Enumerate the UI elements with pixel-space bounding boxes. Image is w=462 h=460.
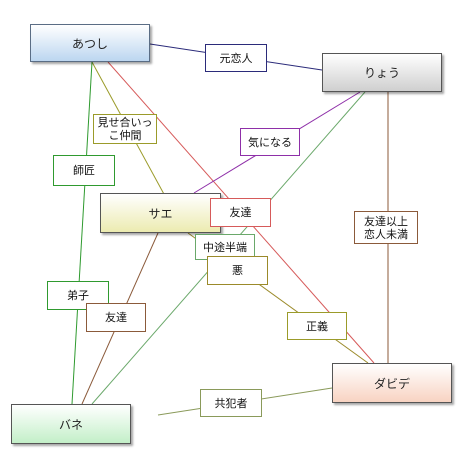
relation-label: 元恋人 (205, 44, 267, 72)
relation-label: 友達 (210, 198, 271, 227)
node-bane[interactable]: バネ (11, 404, 131, 444)
relation-label: 師匠 (53, 155, 115, 186)
relation-label: 悪 (207, 256, 268, 285)
relation-label: 気になる (240, 128, 300, 156)
node-dabide-label: ダビデ (373, 376, 410, 391)
node-atsushi-label: あつし (71, 36, 108, 51)
edge-shishou-deshi (71, 61, 93, 405)
relation-label: 正義 (287, 312, 347, 340)
node-ryou[interactable]: りょう (322, 53, 442, 92)
node-sae-label: サエ (148, 206, 173, 221)
node-sae[interactable]: サエ (100, 193, 221, 233)
relation-label: 見せ合いっ こ仲間 (93, 114, 157, 144)
relation-label: 友達 (86, 303, 146, 332)
node-ryou-label: りょう (363, 66, 400, 80)
node-bane-label: バネ (58, 417, 83, 432)
relation-label: 友達以上 恋人未満 (354, 211, 418, 244)
node-atsushi[interactable]: あつし (30, 24, 150, 62)
relation-label: 共犯者 (200, 389, 262, 417)
node-dabide[interactable]: ダビデ (332, 363, 452, 403)
